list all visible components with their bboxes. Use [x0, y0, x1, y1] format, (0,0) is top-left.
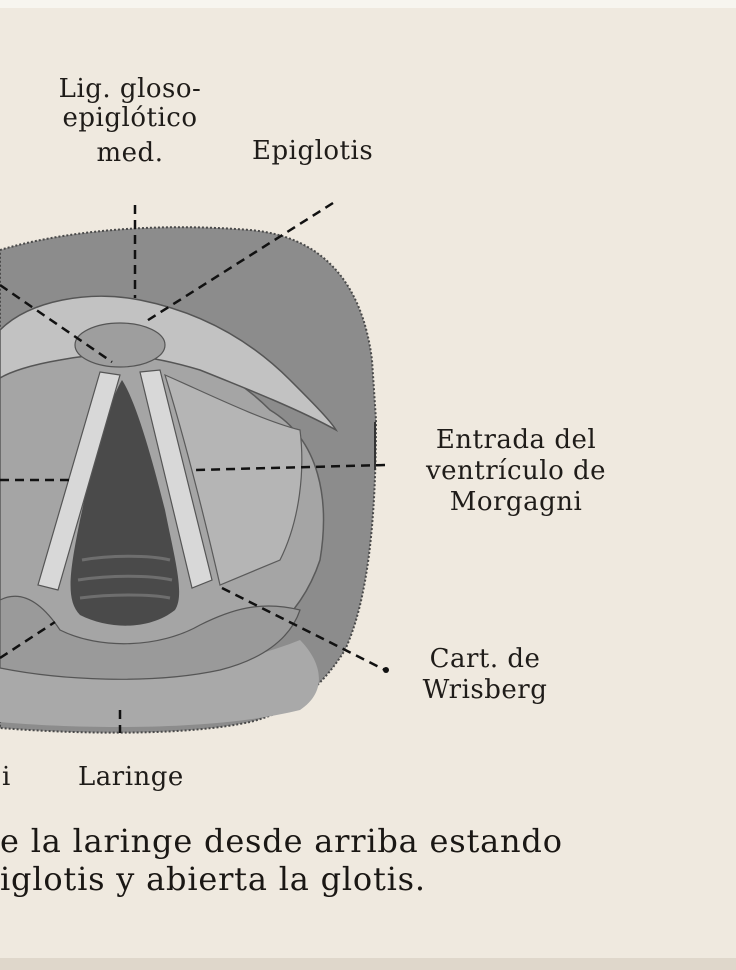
entrada-label-2: ventrículo de — [405, 458, 627, 485]
caption-line-2: iglotis y abierta la glotis. — [0, 860, 426, 898]
lig-gloso-label-1: Lig. gloso- — [40, 76, 220, 103]
cart-label-1: Cart. de — [400, 646, 570, 673]
left-cut-label: i — [2, 764, 11, 791]
laringe-label: Laringe — [78, 764, 184, 791]
entrada-label-3: Morgagni — [405, 489, 627, 516]
leader-cart-end — [383, 667, 389, 673]
lig-gloso-label-3: med. — [40, 140, 220, 167]
bottom-edge — [0, 958, 736, 970]
cart-label-2: Wrisberg — [400, 677, 570, 704]
epiglotis-label: Epiglotis — [252, 138, 373, 165]
lig-gloso-label-2: epiglótico — [40, 105, 220, 132]
caption-line-1: e la laringe desde arriba estando — [0, 822, 563, 860]
entrada-label-1: Entrada del — [405, 427, 627, 454]
